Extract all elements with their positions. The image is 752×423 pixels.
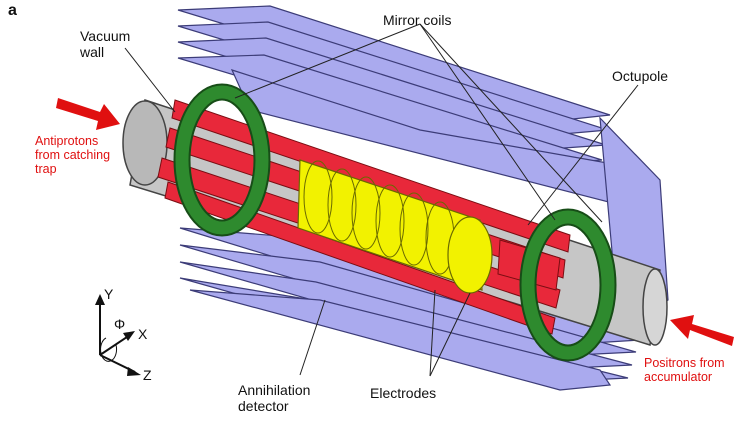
- axis-phi-label: Φ: [114, 316, 126, 332]
- axis-y-label: Y: [104, 286, 114, 302]
- electrodes-label: Electrodes: [370, 385, 437, 401]
- antiprotons-label: Antiprotons from catching trap: [35, 134, 111, 176]
- octupole-label: Octupole: [612, 68, 669, 84]
- mirror-coils: [173, 83, 617, 362]
- positron-arrow: [670, 315, 734, 346]
- coordinate-axes: [95, 294, 141, 376]
- axis-z-label: Z: [143, 367, 152, 383]
- annihilation-detector-label: Annihilation detector: [238, 382, 311, 414]
- vacuum-wall-label: Vacuum wall: [80, 28, 131, 60]
- mirror-coils-label: Mirror coils: [383, 12, 452, 28]
- axis-x-label: X: [138, 326, 148, 342]
- electrodes-stack: [297, 159, 493, 294]
- antiproton-arrow: [56, 98, 120, 130]
- panel-letter: a: [8, 2, 17, 19]
- positrons-label: Positrons from accumulator: [644, 356, 725, 384]
- leader-lines: [124, 23, 639, 377]
